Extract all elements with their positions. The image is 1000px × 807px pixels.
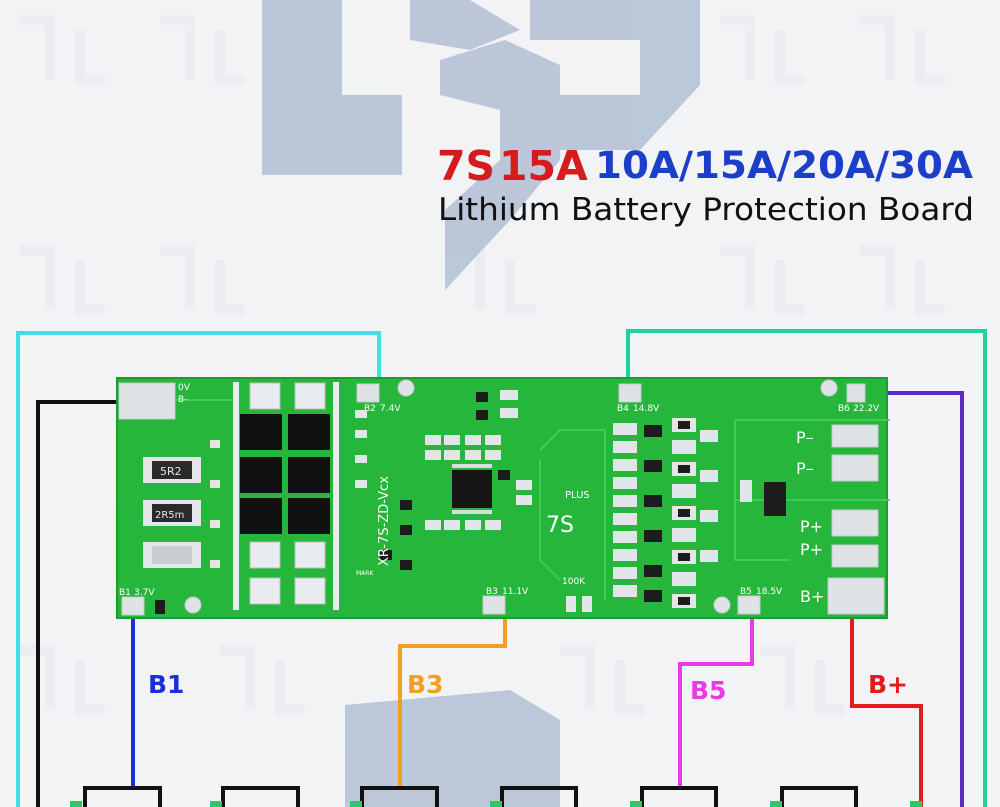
pads [118, 379, 885, 616]
terminal-3 [360, 786, 439, 807]
mosfet-empty-pads [249, 382, 326, 605]
wire-teal [626, 329, 987, 807]
label-b6-voltage: 22.2V [853, 404, 880, 414]
wire-purple [862, 391, 964, 807]
pad-b4 [618, 383, 642, 403]
pad-b1 [121, 596, 145, 616]
balance-channels [613, 418, 718, 608]
label-output-p-minus-2: P– [796, 459, 814, 478]
wire-red-bplus [850, 612, 923, 807]
sense-resistor-1-label: 5R2 [160, 465, 182, 478]
sense-resistor-2-label: 2R5m [155, 510, 184, 521]
label-b2: B2 [364, 404, 376, 414]
terminal-green-marks [70, 801, 922, 807]
terminal-5 [640, 786, 718, 807]
mount-hole-top [397, 379, 415, 397]
label-series: 7S [546, 513, 574, 538]
title-current: 15A [499, 142, 588, 190]
label-100k: 100K [562, 577, 586, 587]
pad-p-plus-1 [831, 509, 879, 537]
pad-b3 [482, 595, 506, 615]
subtitle: Lithium Battery Protection Board [438, 192, 974, 228]
title-series: 7S [437, 142, 495, 190]
wire-magenta-b5 [678, 612, 754, 790]
wire-label-bplus: B+ [868, 670, 908, 699]
label-b3: B3 [486, 587, 498, 597]
wire-orange-b3 [398, 612, 507, 790]
pad-b6-hole [846, 383, 866, 403]
wire-label-b1: B1 [148, 670, 184, 699]
pad-b-plus [827, 577, 885, 615]
header: 7S 15A 10A/15A/20A/30A Lithium Battery P… [437, 142, 974, 228]
wire-labels: B1 B3 B5 B+ [148, 670, 908, 705]
terminal-2 [221, 786, 300, 807]
label-b5-voltage: 18.5V [756, 587, 783, 597]
wire-label-b5: B5 [690, 676, 726, 705]
pad-b5 [737, 595, 761, 615]
label-output-p-plus-2: P+ [800, 540, 823, 559]
pad-b-minus [118, 382, 176, 420]
label-b-minus: B- [178, 395, 187, 405]
title-options: 10A/15A/20A/30A [595, 144, 973, 187]
pad-p-plus-2 [831, 544, 879, 568]
silkscreen-labels: 0V B- B2 7.4V B4 14.8V B6 22.2V B1 3.7V … [119, 383, 880, 606]
terminal-6 [780, 786, 858, 807]
label-model: XR-7S-ZD-Vcx [377, 476, 392, 566]
label-output-p-plus-1: P+ [800, 517, 823, 536]
label-b1-voltage: 3.7V [134, 588, 155, 598]
smd-components [155, 390, 786, 614]
label-mark: MARK [356, 570, 374, 577]
pad-b2 [356, 383, 380, 403]
label-b4: B4 [617, 404, 629, 414]
label-0v: 0V [178, 383, 191, 393]
pad-p-minus-2 [831, 454, 879, 482]
label-output-p-minus-1: P– [796, 428, 814, 447]
label-plus: PLUS [565, 490, 590, 501]
label-b3-voltage: 11.1V [502, 587, 529, 597]
wire-black [36, 400, 150, 807]
sense-resistors: 5R2 2R5m [143, 457, 201, 568]
label-b2-voltage: 7.4V [380, 404, 401, 414]
label-b1: B1 [119, 588, 131, 598]
mount-hole-br [713, 596, 731, 614]
wire-cyan [16, 331, 381, 807]
label-b5: B5 [740, 587, 752, 597]
wires [16, 329, 987, 807]
terminal-1 [83, 786, 162, 807]
mount-hole-bl [184, 596, 202, 614]
battery-terminals [83, 786, 858, 807]
protection-ic [452, 470, 492, 508]
label-b6: B6 [838, 404, 850, 414]
mosfet-array [240, 414, 330, 534]
pad-p-minus-1 [831, 424, 879, 448]
label-b4-voltage: 14.8V [633, 404, 660, 414]
mount-hole-right [820, 379, 838, 397]
pcb-board: 5R2 2R5m [116, 377, 890, 619]
terminal-4 [500, 786, 578, 807]
label-output-b-plus: B+ [800, 587, 824, 606]
wire-label-b3: B3 [407, 670, 443, 699]
